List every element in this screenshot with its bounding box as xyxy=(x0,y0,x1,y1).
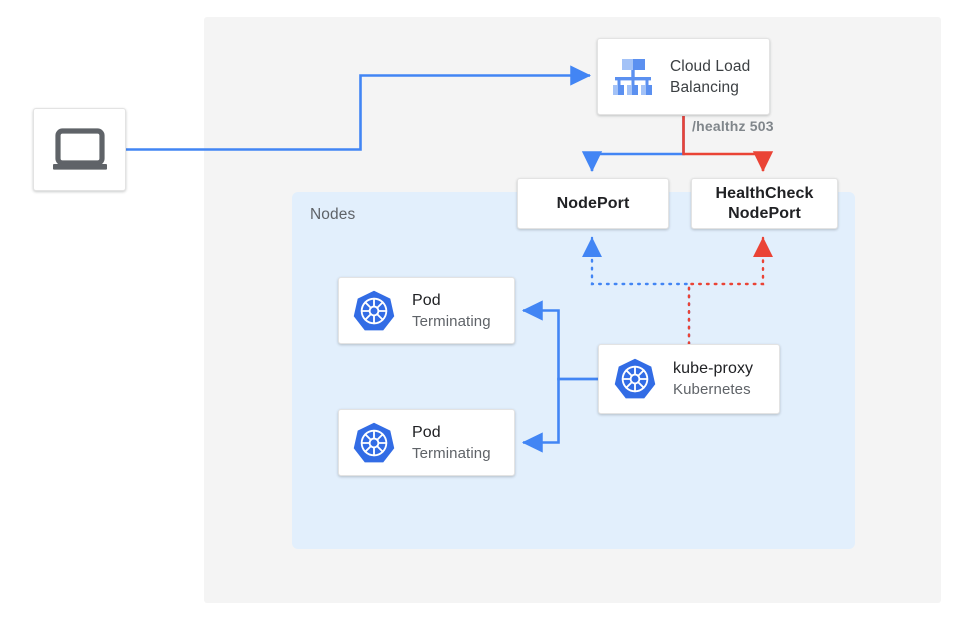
nodeport-title: NodePort xyxy=(556,194,630,212)
pod-title: Pod xyxy=(412,423,441,441)
kube-proxy-card[interactable]: kube-proxy Kubernetes xyxy=(598,344,780,414)
client-laptop-card[interactable] xyxy=(33,108,126,191)
cloud-load-balancing-card[interactable]: Cloud Load Balancing xyxy=(597,38,770,115)
nodeport-card[interactable]: NodePort xyxy=(517,178,669,229)
pod-card[interactable]: Pod Terminating xyxy=(338,277,515,344)
cloud-load-balancing-labels: Cloud Load Balancing xyxy=(670,56,750,98)
nodeport-labels: NodePort xyxy=(557,194,630,214)
kube-proxy-labels: kube-proxy Kubernetes xyxy=(673,358,753,400)
healthcheck-nodeport-title-line1: HealthCheck xyxy=(715,184,814,202)
healthcheck-nodeport-labels: HealthCheck NodePort xyxy=(715,184,813,224)
kubernetes-icon xyxy=(352,289,396,333)
healthcheck-nodeport-card[interactable]: HealthCheck NodePort xyxy=(691,178,838,229)
pod-status: Terminating xyxy=(412,444,491,462)
pod-labels: Pod Terminating xyxy=(412,422,491,464)
cloud-load-balancing-title-line1: Cloud Load xyxy=(670,57,751,75)
kube-proxy-title: kube-proxy xyxy=(673,360,754,377)
pod-title: Pod xyxy=(412,291,441,309)
healthcheck-nodeport-title-line2: NodePort xyxy=(728,204,801,222)
healthz-status-label: /healthz 503 xyxy=(692,118,774,134)
laptop-icon xyxy=(51,127,109,172)
kube-proxy-subtitle: Kubernetes xyxy=(673,381,751,398)
nodes-group-label: Nodes xyxy=(310,206,356,223)
pod-card[interactable]: Pod Terminating xyxy=(338,409,515,476)
kubernetes-icon xyxy=(613,357,657,401)
cloud-load-balancing-icon xyxy=(607,51,659,103)
cloud-load-balancing-title-line2: Balancing xyxy=(670,78,739,96)
pod-labels: Pod Terminating xyxy=(412,290,491,332)
pod-status: Terminating xyxy=(412,312,491,330)
kubernetes-icon xyxy=(352,421,396,465)
